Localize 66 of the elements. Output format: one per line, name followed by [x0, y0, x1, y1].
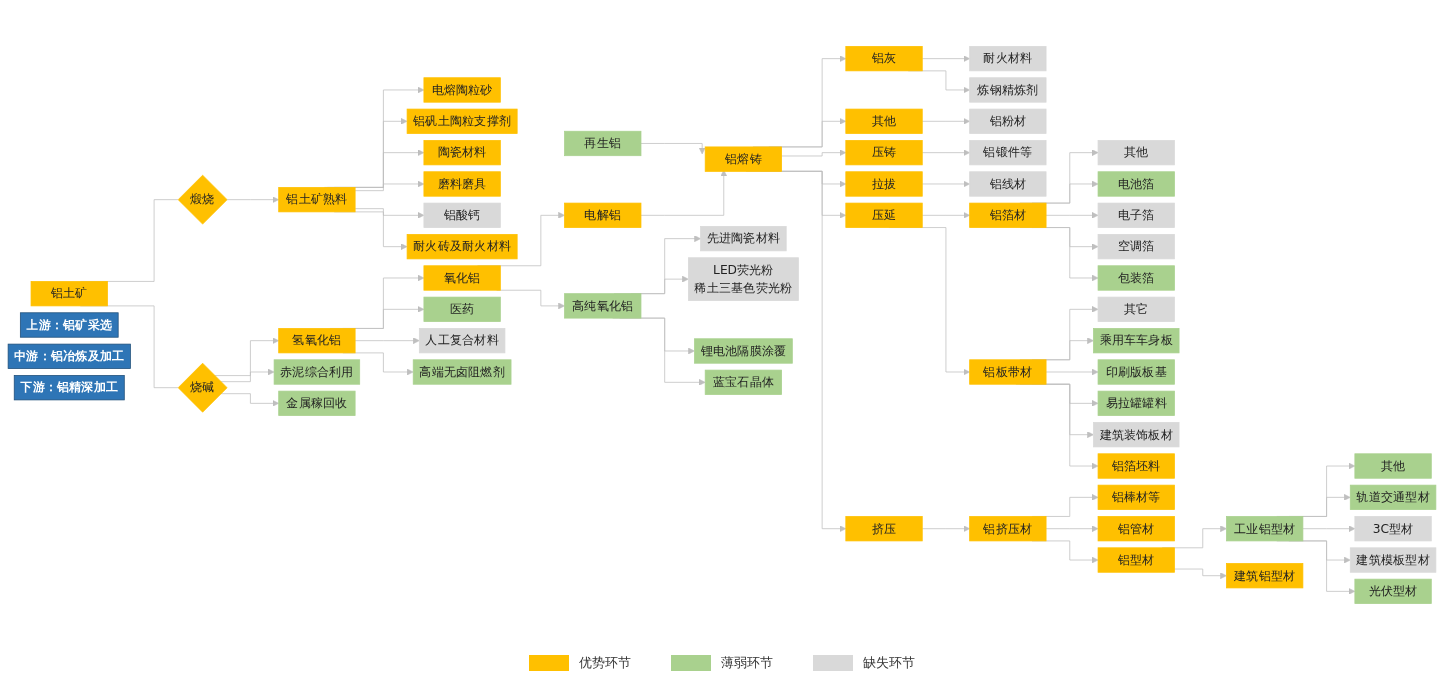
node-box: 电池箔 [1097, 171, 1175, 197]
node-box: 炼钢精炼剂 [969, 77, 1047, 103]
node-box: 铝矾土陶粒支撑剂 [406, 108, 518, 134]
node-box: 耐火砖及耐火材料 [406, 234, 518, 260]
node-box: 锂电池隔膜涂覆 [694, 338, 793, 364]
node-box: 建筑装饰板材 [1093, 422, 1180, 448]
node-box: 压延 [845, 202, 923, 228]
node-box: 铝箔坯料 [1097, 453, 1175, 479]
node-box: 氧化铝 [423, 265, 501, 291]
node-box: 光伏型材 [1354, 578, 1432, 604]
node-box: LED荧光粉 稀土三基色荧光粉 [688, 257, 799, 301]
node-box: 空调箔 [1097, 234, 1175, 260]
node-box: 建筑模板型材 [1349, 547, 1437, 573]
legend-label: 薄弱环节 [721, 654, 773, 672]
node-box: 铝土矿 [30, 281, 108, 307]
node-box: 铝灰 [845, 46, 923, 72]
node-box: 赤泥综合利用 [273, 359, 361, 385]
node-box: 其他 [1097, 140, 1175, 166]
node-box: 铝锻件等 [969, 140, 1047, 166]
node-box: 建筑铝型材 [1226, 563, 1304, 589]
node-diamond: 煅烧 [177, 174, 228, 225]
node-box: 铝型材 [1097, 547, 1175, 573]
node-box: 铝管材 [1097, 516, 1175, 542]
node-box: 易拉罐罐料 [1097, 390, 1175, 416]
node-box: 再生铝 [564, 130, 642, 157]
node-box: 压铸 [845, 140, 923, 166]
node-box: 氢氧化铝 [278, 328, 356, 354]
node-box: 高纯氧化铝 [564, 293, 642, 319]
node-box: 铝挤压材 [969, 516, 1047, 542]
node-box: 挤压 [845, 516, 923, 542]
node-box: 印刷版板基 [1097, 359, 1175, 385]
node-box: 蓝宝石晶体 [704, 369, 782, 395]
node-box: 3C型材 [1354, 516, 1432, 542]
node-box: 其他 [1354, 453, 1432, 479]
node-box: 工业铝型材 [1226, 516, 1304, 542]
node-box: 乘用车车身板 [1093, 328, 1180, 354]
node-box: 其他 [845, 108, 923, 134]
node-box: 铝板带材 [969, 359, 1047, 385]
node-box: 铝棒材等 [1097, 484, 1175, 510]
node-box: 铝线材 [969, 171, 1047, 197]
node-box: 其它 [1097, 296, 1175, 322]
node-box: 下游：铝精深加工 [13, 375, 125, 401]
node-box: 上游：铝矿采选 [19, 312, 119, 338]
node-box: 高端无卤阻燃剂 [412, 359, 512, 385]
node-box: 电熔陶粒砂 [423, 77, 501, 103]
node-box: 人工复合材料 [418, 328, 506, 354]
node-box: 中游：铝冶炼及加工 [7, 343, 131, 369]
node-diamond: 烧碱 [177, 362, 228, 413]
node-box: 医药 [423, 296, 501, 322]
node-box: 包装箔 [1097, 265, 1175, 291]
node-box: 金属稼回收 [278, 390, 356, 416]
node-box: 铝土矿熟料 [278, 187, 356, 213]
node-box: 铝粉材 [969, 108, 1047, 134]
legend-label: 缺失环节 [863, 654, 915, 672]
node-box: 磨料磨具 [423, 171, 501, 197]
node-box: 轨道交通型材 [1349, 484, 1437, 510]
node-box: 铝酸钙 [423, 202, 501, 228]
node-box: 陶瓷材料 [423, 140, 501, 166]
node-box: 耐火材料 [969, 46, 1047, 72]
node-box: 电子箔 [1097, 202, 1175, 228]
node-box: 拉拔 [845, 171, 923, 197]
node-box: 先进陶瓷材料 [700, 226, 787, 252]
node-box: 铝熔铸 [704, 146, 782, 172]
node-box: 电解铝 [564, 202, 642, 228]
node-box: 铝箔材 [969, 202, 1047, 228]
legend-label: 优势环节 [579, 654, 631, 672]
